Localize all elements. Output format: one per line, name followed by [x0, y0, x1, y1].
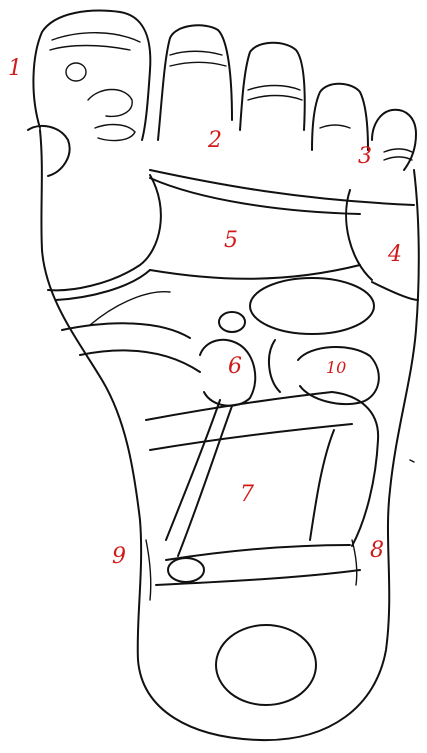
small-oval — [219, 312, 245, 332]
zone-label-6: 6 — [228, 356, 242, 378]
zone-label-2: 2 — [208, 130, 222, 152]
foot-outline — [40, 130, 419, 740]
zone-label-7: 7 — [240, 484, 254, 506]
zone-label-4: 4 — [388, 244, 402, 266]
big-toe — [33, 11, 150, 140]
zone-label-5: 5 — [224, 230, 238, 252]
big-toe-circle — [66, 63, 86, 81]
toe-4 — [312, 84, 368, 150]
toe-2 — [158, 25, 232, 140]
oval-upper — [250, 278, 374, 334]
zone-label-3: 3 — [358, 146, 372, 168]
zone-label-8: 8 — [370, 540, 384, 562]
toe-3 — [240, 43, 305, 130]
heel-small-oval — [168, 558, 204, 582]
toe-5 — [372, 110, 416, 170]
heel-circle — [216, 625, 316, 705]
zone-label-1: 1 — [8, 58, 22, 80]
zone-label-9: 9 — [112, 546, 126, 568]
zone-label-10: 10 — [326, 360, 346, 376]
